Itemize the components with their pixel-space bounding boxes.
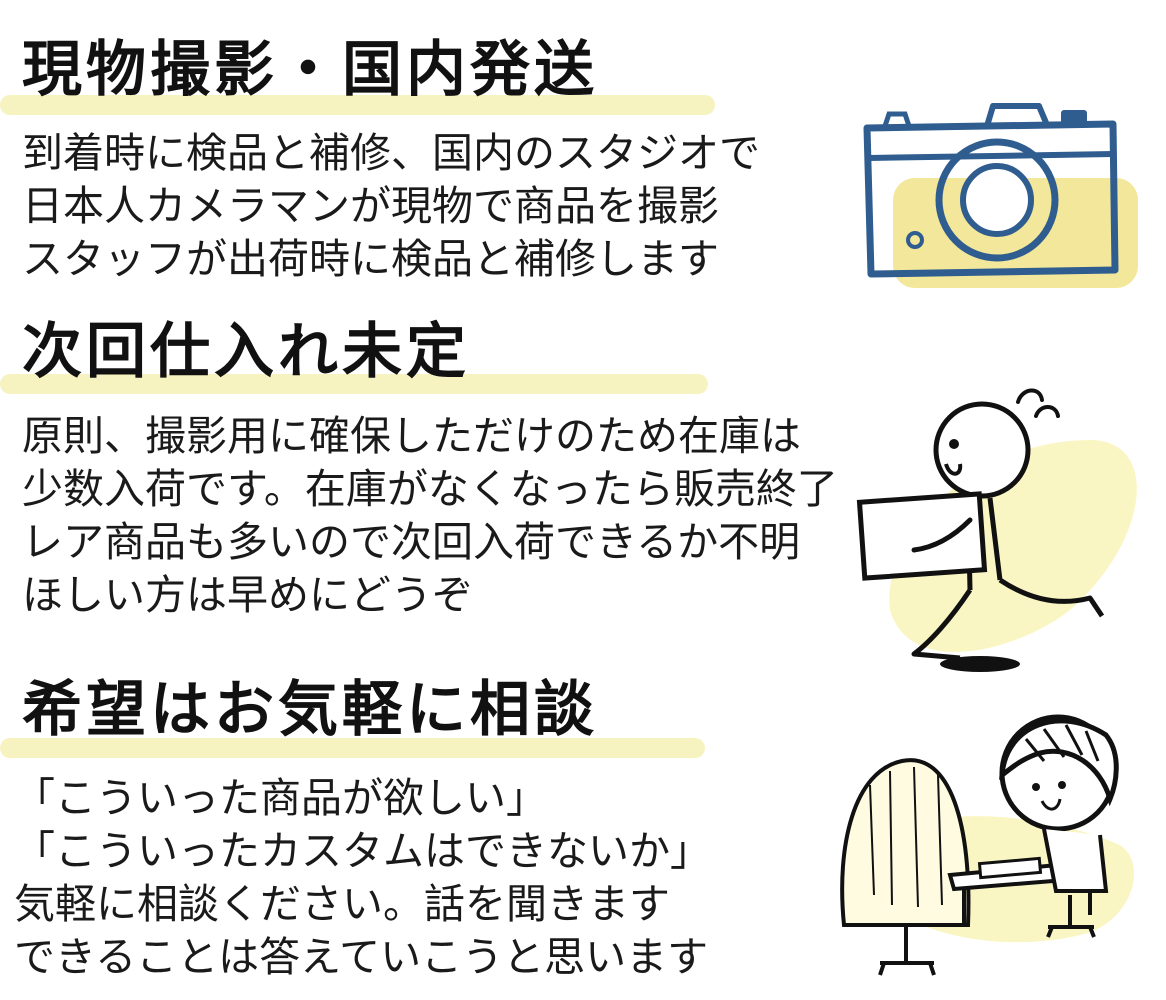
section-body-consultation: 「こういった商品が欲しい」 「こういったカスタムはできないか」 気軽に相談くださ… <box>14 772 711 984</box>
chair-base <box>878 927 936 976</box>
camera-fill-highlight <box>893 178 1138 288</box>
body-line: 少数入荷です。在庫がなくなったら販売終了 <box>22 465 838 513</box>
camera-lens-inner <box>960 163 1034 237</box>
heading-highlight-2 <box>0 374 708 394</box>
carried-box <box>856 491 988 581</box>
person-head <box>933 401 1031 499</box>
customer-back <box>840 758 971 927</box>
camera-strap-mount <box>882 111 912 127</box>
staff-mouth <box>1040 798 1062 811</box>
camera-icon <box>863 103 1138 288</box>
section-body-local-shooting: 到着時に検品と補修、国内のスタジオで 日本人カメラマンが現物で商品を撮影 スタッ… <box>22 127 760 286</box>
body-line: 「こういったカスタムはできないか」 <box>14 827 711 875</box>
heading-highlight-1 <box>0 95 715 115</box>
document-on-desk <box>977 856 1043 880</box>
camera-shutter <box>1061 110 1087 124</box>
camera-lens-outer <box>935 138 1059 262</box>
staff-hair-strands <box>1024 724 1100 762</box>
staff-eye-right <box>1058 781 1066 789</box>
customer-hair-lines <box>869 766 943 908</box>
body-line: 日本人カメラマンが現物で商品を撮影 <box>22 182 719 230</box>
staff-eye-left <box>1032 783 1040 791</box>
body-line: 原則、撮影用に確保しただけのため在庫は <box>22 412 801 460</box>
person-leg-back <box>998 577 1105 618</box>
running-person-with-box-icon <box>856 388 1137 672</box>
staff-hair <box>999 718 1119 807</box>
body-line: 到着時に検品と補修、国内のスタジオで <box>22 129 760 177</box>
section-heading-consultation: 希望はお気軽に相談 <box>22 675 598 745</box>
body-line: ほしい方は早めにどうぞ <box>22 571 473 619</box>
staff-chair <box>1046 895 1096 938</box>
camera-viewfinder <box>984 103 1050 127</box>
section-heading-restock: 次回仕入れ未定 <box>22 317 470 387</box>
body-line: スタッフが出荷時に検品と補修します <box>22 235 719 283</box>
ground-shadow <box>940 656 1020 672</box>
heading-highlight-3 <box>0 738 705 758</box>
body-line: 気軽に相談ください。話を聞きます <box>14 880 670 928</box>
motion-lines <box>1016 388 1060 418</box>
section-heading-local-shooting: 現物撮影・国内発送 <box>22 35 598 105</box>
staff-body <box>1042 828 1109 893</box>
person-arm <box>911 517 973 553</box>
body-line: レア商品も多いので次回入荷できるか不明 <box>22 518 801 566</box>
person-eye <box>949 439 959 449</box>
person-mouth <box>944 463 963 476</box>
camera-body <box>863 120 1119 278</box>
section-body-restock: 原則、撮影用に確保しただけのため在庫は 少数入荷です。在庫がなくなったら販売終了… <box>22 410 838 622</box>
person-leg-front <box>911 588 973 661</box>
camera-top-bar <box>868 151 1114 161</box>
camera-indicator-dot <box>906 231 924 249</box>
body-line: 「こういった商品が欲しい」 <box>14 774 547 822</box>
consultation-desk-icon <box>840 714 1135 976</box>
body-line: できることは答えていこうと思います <box>14 933 709 981</box>
